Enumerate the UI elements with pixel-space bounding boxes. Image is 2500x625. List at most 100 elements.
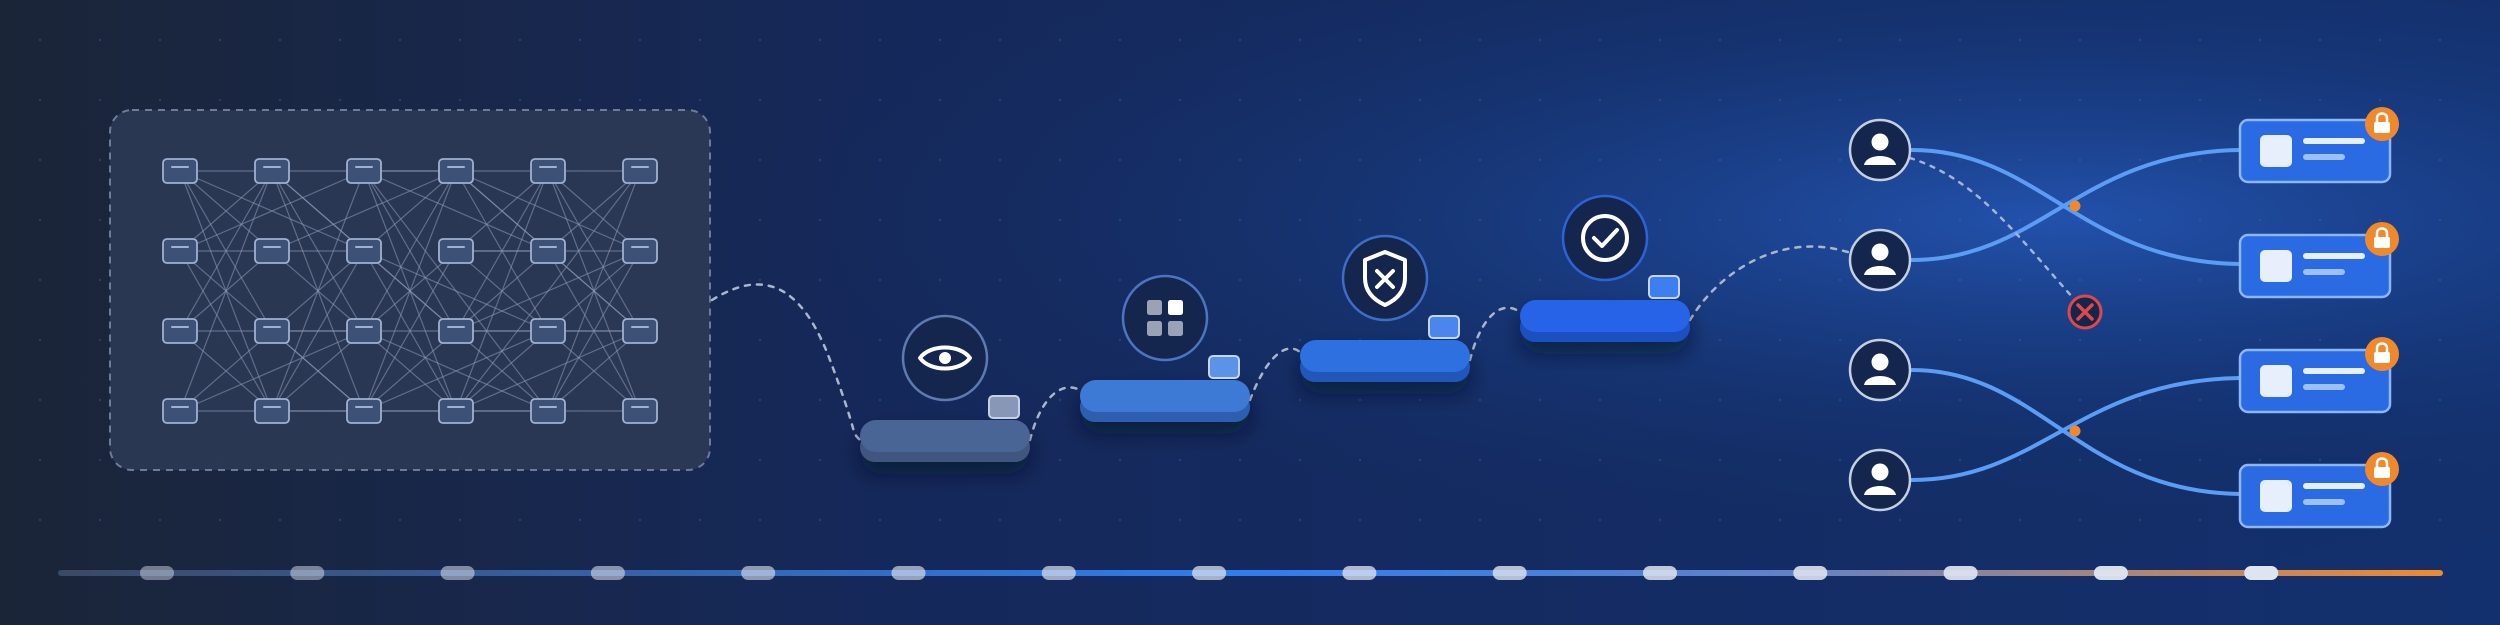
grid-dot xyxy=(518,38,522,42)
access-link xyxy=(1910,148,2242,262)
network-node xyxy=(254,158,290,184)
grid-dot xyxy=(2438,398,2442,402)
grid-dot xyxy=(2438,98,2442,102)
grid-dot xyxy=(1238,458,1242,462)
grid-dot xyxy=(2078,98,2082,102)
denied-access-link xyxy=(1908,156,2086,312)
connector-stage-2-3 xyxy=(1248,347,1302,402)
grid-dot xyxy=(1538,518,1542,522)
grid-dot xyxy=(1118,38,1122,42)
grid-dot xyxy=(1778,518,1782,522)
grid-dot xyxy=(1778,458,1782,462)
grid-dot xyxy=(1058,38,1062,42)
grid-dot xyxy=(2318,338,2322,342)
file-icon xyxy=(2260,365,2292,397)
network-node xyxy=(346,238,382,264)
stage-pill xyxy=(860,420,1030,452)
network-connection xyxy=(363,170,549,252)
grid-dot xyxy=(158,38,162,42)
user-avatar xyxy=(1848,448,1912,512)
network-node xyxy=(346,318,382,344)
grid-dot xyxy=(1238,38,1242,42)
grid-dot xyxy=(1178,518,1182,522)
grid-dot xyxy=(1058,338,1062,342)
grid-dot xyxy=(2258,218,2262,222)
grid-dot xyxy=(1898,338,1902,342)
timeline-segments xyxy=(140,566,2279,580)
grid-dot xyxy=(278,518,282,522)
grid-dot xyxy=(158,518,162,522)
timeline-marker xyxy=(2244,566,2279,580)
grid-dot xyxy=(1958,218,1962,222)
grid-dot xyxy=(1658,398,1662,402)
grid-dot xyxy=(2438,218,2442,222)
grid-dot xyxy=(1718,338,1722,342)
grid-dot xyxy=(818,38,822,42)
close-icon xyxy=(2076,303,2094,321)
grid-dot xyxy=(818,398,822,402)
grid-dot xyxy=(1658,458,1662,462)
grid-dot xyxy=(758,158,762,162)
network-node xyxy=(438,158,474,184)
timeline-marker xyxy=(440,566,475,580)
grid-dot xyxy=(998,158,1002,162)
grid-dot xyxy=(98,98,102,102)
grid-dot xyxy=(98,278,102,282)
grid-dot xyxy=(1058,458,1062,462)
grid-dot xyxy=(2258,38,2262,42)
network-node xyxy=(438,318,474,344)
text-line xyxy=(2303,368,2365,374)
grid-dot xyxy=(2138,278,2142,282)
lock-icon xyxy=(2365,107,2399,141)
grid-dot xyxy=(2078,458,2082,462)
network-node xyxy=(530,318,566,344)
grid-dot xyxy=(1358,38,1362,42)
grid-dot xyxy=(1718,38,1722,42)
grid-dot xyxy=(878,38,882,42)
timeline-marker xyxy=(1192,566,1227,580)
network-connection xyxy=(179,330,273,412)
grid-dot xyxy=(1838,278,1842,282)
grid-dot xyxy=(818,218,822,222)
grid-dot xyxy=(1058,218,1062,222)
grid-dot xyxy=(1478,158,1482,162)
timeline-marker xyxy=(891,566,926,580)
grid-dot xyxy=(2198,518,2202,522)
grid-dot xyxy=(938,218,942,222)
grid-dot xyxy=(1058,98,1062,102)
grid-dot xyxy=(1238,338,1242,342)
grid-dot xyxy=(1418,158,1422,162)
network-node xyxy=(622,318,658,344)
grid-dot xyxy=(1238,158,1242,162)
grid-dot xyxy=(1658,518,1662,522)
file-icon xyxy=(2260,250,2292,282)
stage-tab xyxy=(1428,315,1460,339)
grid-dot xyxy=(1298,38,1302,42)
grid-dot xyxy=(2018,338,2022,342)
grid-dot xyxy=(38,338,42,342)
grid-dot xyxy=(2078,398,2082,402)
grid-dot xyxy=(1298,158,1302,162)
timeline-marker xyxy=(1793,566,1828,580)
grid-dot xyxy=(1958,338,1962,342)
network-connection xyxy=(455,330,641,412)
network-connection xyxy=(179,170,365,252)
locked-resource-card xyxy=(2238,452,2399,529)
grid-dot xyxy=(1838,398,1842,402)
access-link xyxy=(1910,376,2242,482)
grid-dot xyxy=(938,98,942,102)
stage-icon-badge xyxy=(1341,234,1429,322)
network-node xyxy=(530,238,566,264)
grid-dot xyxy=(998,338,1002,342)
stage-icon-badge xyxy=(1561,194,1649,282)
stage-tab xyxy=(1208,355,1240,379)
network-node xyxy=(162,238,198,264)
grid-dot xyxy=(1658,98,1662,102)
grid-dot xyxy=(1958,158,1962,162)
grid-dot xyxy=(1418,398,1422,402)
grid-dot xyxy=(758,218,762,222)
grid-dot xyxy=(878,518,882,522)
timeline-marker xyxy=(1943,566,1978,580)
grid-dot xyxy=(38,398,42,402)
grid-dot xyxy=(1958,278,1962,282)
